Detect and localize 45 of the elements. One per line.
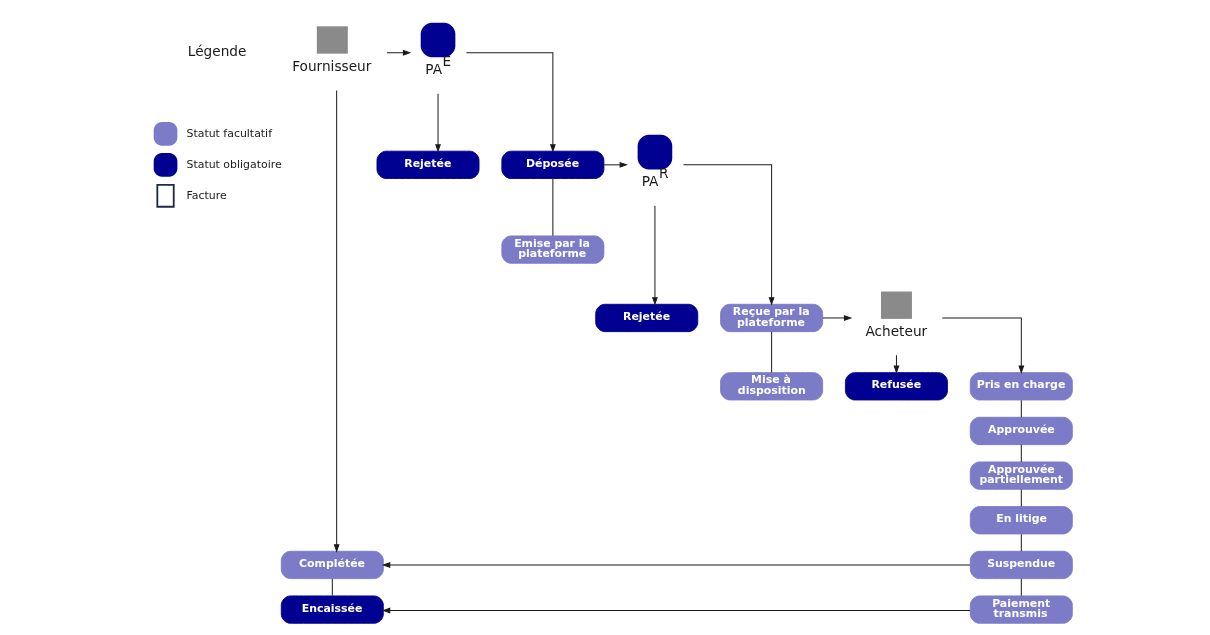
node-box: Approuvée partiellement [969,461,1073,490]
arrow [941,317,1024,373]
node-box: Approuvée [969,416,1073,446]
arrow [333,89,339,552]
arrow [682,164,774,305]
arrow [434,93,441,152]
node-box: Emise par la plateforme [500,235,604,264]
arrow [651,205,658,305]
node-box: Paiement transmis [969,595,1073,624]
node-label: Acheteur [864,323,927,340]
node-box [637,134,672,170]
node-box: Pris en charge [969,372,1073,401]
node-label: Fournisseur [291,57,371,74]
connector [770,331,772,373]
connector [331,578,333,597]
arrow [821,315,851,321]
label: Légende [187,42,246,59]
node-box [880,291,912,319]
node-box: Rejetée [376,150,479,179]
connector [1020,578,1022,597]
connector [1020,533,1022,552]
legend-label: Facture [185,188,227,202]
legend-label: Statut obligatoire [185,157,282,171]
arrow [382,562,971,568]
legend-label: Statut facultatif [185,126,272,140]
node-box: Suspendue [969,550,1073,580]
node-box [420,22,455,58]
node-box: Déposée [500,150,604,179]
connector [1020,399,1022,418]
node-box: Refusée [844,372,948,401]
arrow [465,52,556,152]
arrow [893,354,899,373]
node-box: Complétée [280,550,384,580]
connector [1020,489,1022,508]
node-box: En litige [969,506,1073,535]
arrow [382,607,971,614]
node-box: Encaissée [280,595,384,624]
connector [551,178,553,237]
arrow [602,162,627,168]
node-box: Mise à disposition [719,372,823,401]
arrow [386,50,410,56]
connector [1020,444,1022,463]
node-box: Rejetée [594,303,698,333]
node-box: Reçue par la plateforme [719,303,823,333]
node-box [316,26,348,54]
